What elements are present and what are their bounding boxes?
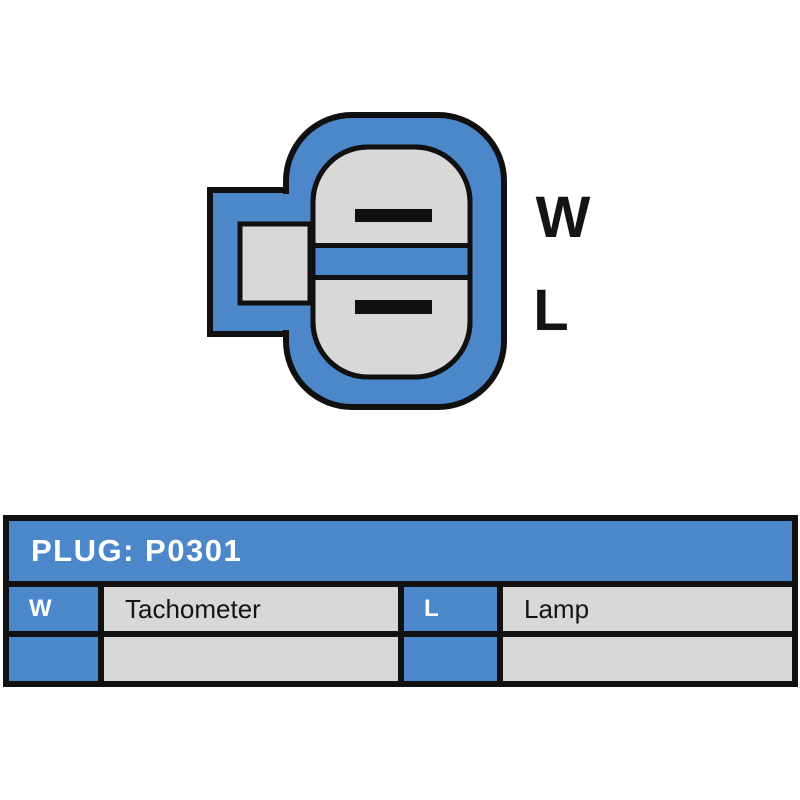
function-cell-empty-1 [104,637,398,681]
pin-cell-l: L [404,587,497,631]
connector-cavity-outline [310,144,473,380]
pin-cell-empty-1 [9,637,98,681]
terminal-label-l: L [533,278,568,343]
plug-table-title: PLUG: P0301 [9,521,792,581]
pin-cell-empty-2 [404,637,497,681]
connector-tab-slot [237,221,313,306]
function-cell-empty-2 [503,637,792,681]
pin-cell-w: W [9,587,98,631]
terminal-label-w: W [536,185,591,250]
plug-table: PLUG: P0301 W Tachometer L Lamp [3,515,798,687]
function-cell-tachometer: Tachometer [104,587,398,631]
function-cell-lamp: Lamp [503,587,792,631]
connector-drawing: W L [207,112,591,410]
terminal-slot-l [355,300,432,314]
connector-diagram: W L [207,112,591,410]
cavity-divider-band [313,243,470,280]
terminal-slot-w [355,209,432,222]
